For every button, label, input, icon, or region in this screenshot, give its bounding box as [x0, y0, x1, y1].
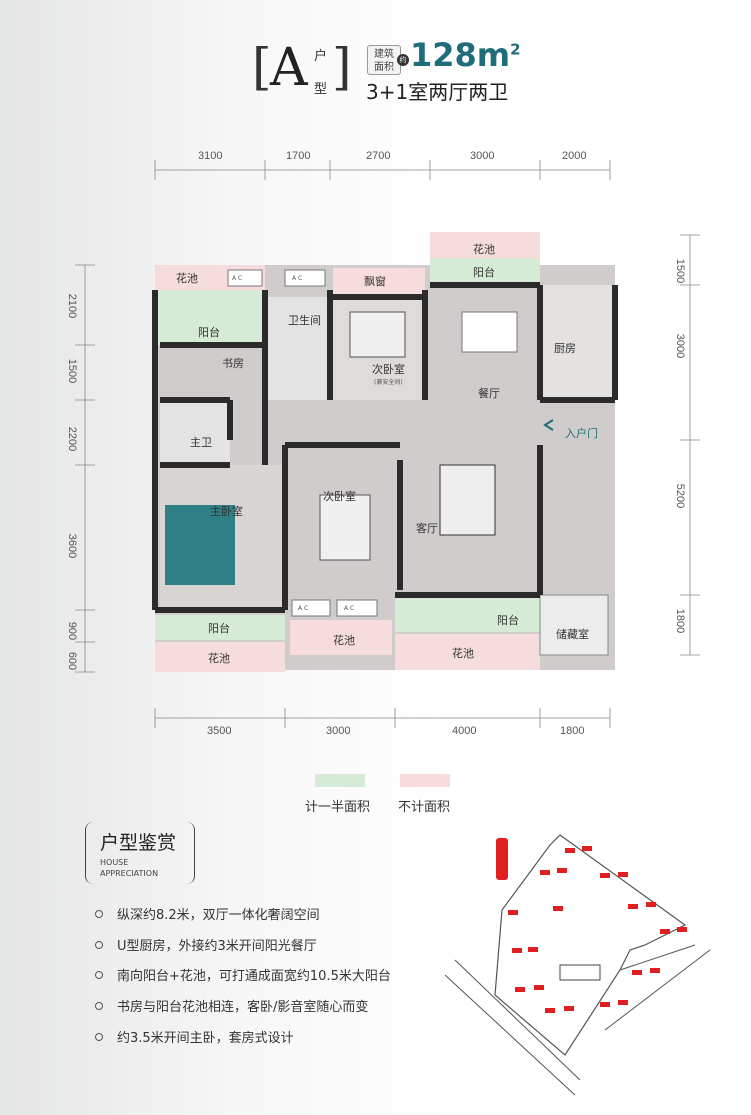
- master-bed: [165, 505, 235, 585]
- legend-label: 不计面积: [398, 800, 451, 815]
- room-label: 卫生间: [288, 314, 321, 327]
- living-rug: [439, 464, 496, 536]
- flower-bed-bm: [290, 620, 392, 655]
- room-label: 餐厅: [478, 387, 500, 400]
- bathroom: [268, 297, 330, 400]
- clubhouse: [559, 964, 601, 981]
- dining-table: [461, 311, 518, 353]
- unit-type-letter: A: [270, 38, 308, 98]
- school-label-badge: [496, 838, 508, 880]
- approx-badge: 约: [397, 54, 409, 66]
- balcony-top: [430, 258, 540, 285]
- room-label: 储藏室: [556, 628, 589, 641]
- kitchen: [540, 285, 615, 400]
- room-label: 花池: [452, 647, 474, 660]
- dim-bottom: 3000: [326, 725, 351, 737]
- dim-top: 3100: [198, 150, 223, 162]
- dim-left: 600: [66, 651, 78, 671]
- feature-item: U型厨房，外接约3米开间阳光餐厅: [95, 935, 317, 954]
- dim-bottom: 4000: [452, 725, 477, 737]
- ac-label: A C: [298, 605, 309, 612]
- room-label: 阳台: [497, 614, 519, 627]
- dim-right: 1500: [674, 258, 686, 284]
- feature-item: 约3.5米开间主卧，套房式设计: [95, 1027, 294, 1046]
- room-label: 飘窗: [364, 275, 386, 288]
- flower-bed-br: [395, 634, 540, 670]
- walls: [152, 282, 618, 613]
- room-label: 阳台: [198, 326, 220, 339]
- room-label: 主卫: [190, 436, 212, 449]
- bracket-right: ]: [332, 38, 352, 96]
- room-label: 花池: [208, 652, 230, 665]
- dim-left: 2200: [66, 426, 78, 452]
- room-label: 花池: [333, 634, 355, 647]
- appreciation-title: 户型鉴赏: [100, 832, 177, 854]
- legend-label: 计一半面积: [305, 800, 371, 815]
- appreciation-en: HOUSE: [100, 858, 129, 867]
- dim-top: 3000: [470, 150, 495, 162]
- entrance-arrow-icon: [543, 419, 554, 431]
- dim-bottom: 3500: [207, 725, 232, 737]
- dim-top: 2000: [562, 150, 587, 162]
- room-sublabel: (兼安全间): [374, 379, 403, 386]
- area-badge: 建筑面积: [367, 45, 401, 75]
- floor-plan: [75, 160, 700, 728]
- layout-desc: 3+1室两厅两卫: [366, 80, 509, 104]
- ac-label: A C: [232, 275, 243, 282]
- storage: [539, 594, 609, 656]
- master-bath: [160, 400, 230, 465]
- feature-item: 南向阳台+花池，可打通成面宽约10.5米大阳台: [95, 965, 391, 984]
- dim-top: 1700: [286, 150, 311, 162]
- room-label: 次卧室: [323, 490, 356, 503]
- area-value: 128m2: [410, 36, 521, 74]
- balcony-tl: [155, 290, 265, 345]
- unit-type-label: 户: [314, 49, 328, 64]
- appreciation-en: APPRECIATION: [100, 869, 159, 878]
- legend-swatch-half: [315, 774, 365, 787]
- dim-left: 2100: [66, 293, 78, 319]
- room-label: 主卧室: [210, 505, 243, 518]
- feature-item: 纵深约8.2米，双厅一体化奢阔空间: [95, 904, 320, 923]
- entrance-label: 入户门: [565, 427, 598, 440]
- buildings: [508, 846, 687, 1013]
- site-plan: [444, 834, 711, 1096]
- legend-swatch-none: [400, 774, 450, 787]
- bay-window: [333, 268, 425, 295]
- dim-left: 1500: [66, 358, 78, 384]
- room-label: 花池: [176, 272, 198, 285]
- feature-item: 书房与阳台花池相连，客卧/影音室随心而变: [95, 996, 368, 1015]
- bed3: [319, 494, 371, 561]
- appreciation-bracket: [85, 822, 195, 884]
- dim-right: 5200: [674, 483, 686, 509]
- flower-bed-top: [430, 232, 540, 258]
- room-label: 客厅: [416, 522, 438, 535]
- room-label: 阳台: [473, 266, 495, 279]
- unit-type-label: 型: [314, 82, 328, 97]
- flower-bed-bl: [155, 642, 285, 672]
- dim-top: 2700: [366, 150, 391, 162]
- balcony-bl: [155, 615, 285, 640]
- dim-right: 1800: [674, 608, 686, 634]
- room-label: 花池: [473, 243, 495, 256]
- dimension-lines: [75, 160, 700, 728]
- bed2: [349, 311, 406, 358]
- dim-right: 3000: [674, 333, 686, 359]
- bracket-left: [: [252, 38, 272, 96]
- ac-units: [227, 269, 378, 617]
- room-label: 次卧室: [372, 363, 405, 376]
- dim-left: 3600: [66, 533, 78, 559]
- ac-label: A C: [292, 275, 303, 282]
- ac-label: A C: [344, 605, 355, 612]
- room-label: 阳台: [208, 622, 230, 635]
- balcony-br: [395, 595, 540, 632]
- room-label: 书房: [222, 357, 244, 370]
- room-label: 厨房: [554, 342, 576, 355]
- dim-bottom: 1800: [560, 725, 585, 737]
